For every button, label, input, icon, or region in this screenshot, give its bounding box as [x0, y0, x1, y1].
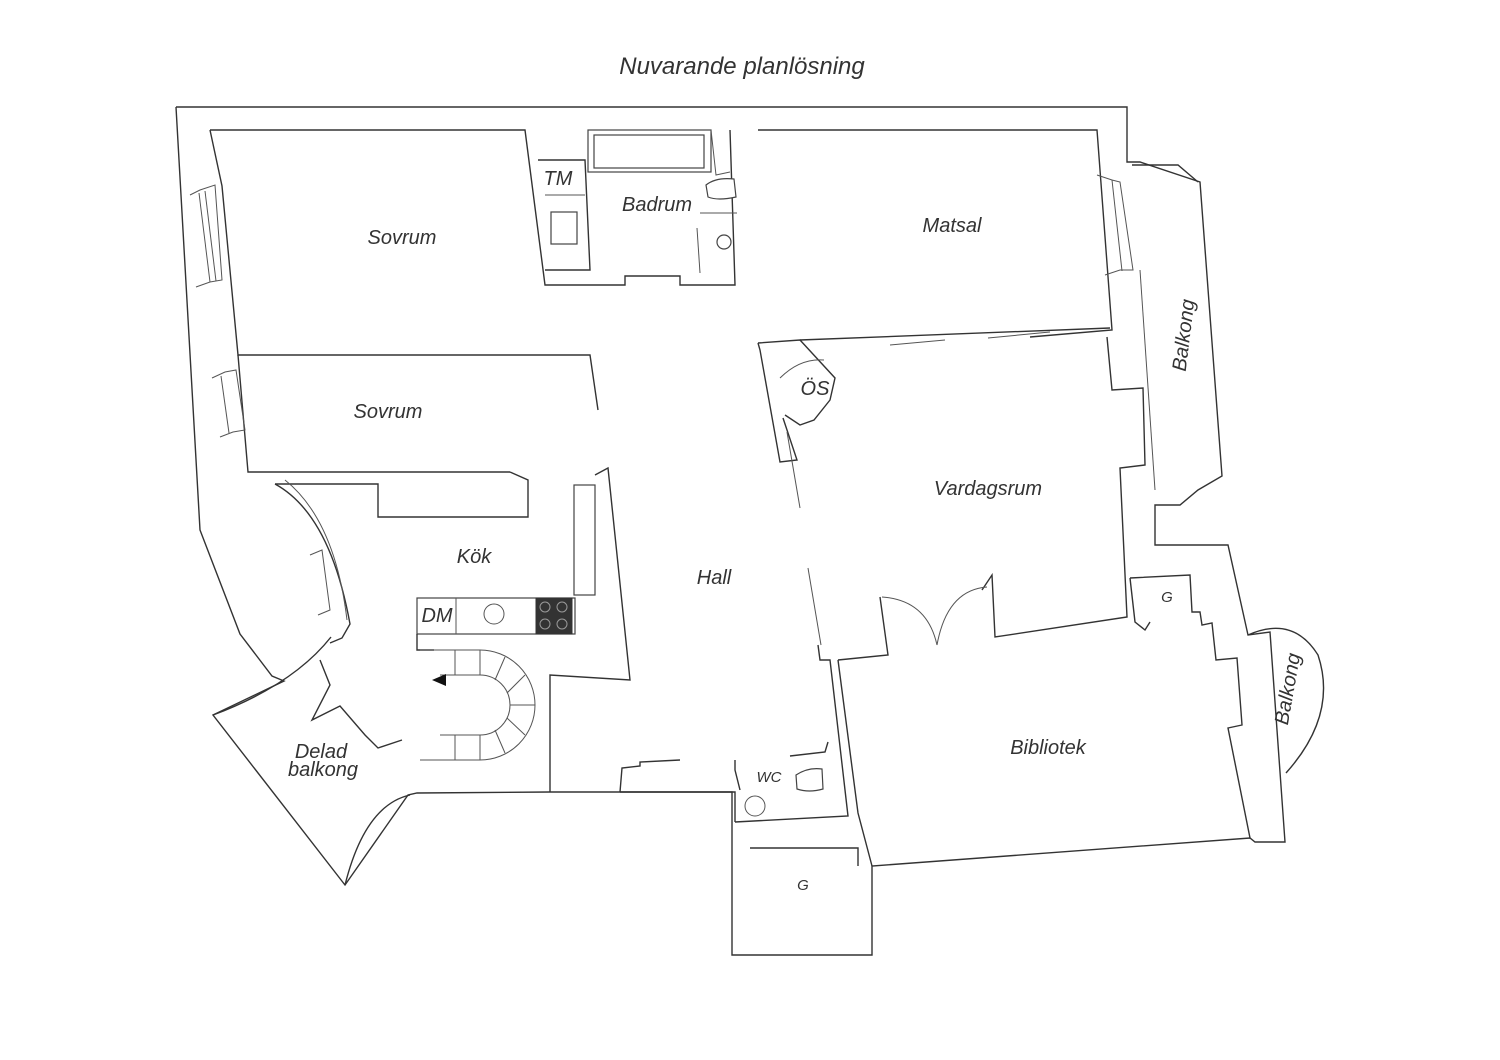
- label-balkong-right: Balkong: [1169, 298, 1200, 372]
- label-wc: WC: [757, 769, 782, 786]
- label-badrum: Badrum: [622, 194, 692, 216]
- label-delad-balkong-1: Delad: [295, 741, 348, 763]
- label-sovrum-1: Sovrum: [368, 227, 437, 249]
- label-dm: DM: [421, 605, 452, 627]
- label-balkong-round: Balkong: [1271, 651, 1305, 726]
- label-hall: Hall: [697, 567, 732, 589]
- label-matsal: Matsal: [923, 215, 982, 237]
- label-sovrum-2: Sovrum: [354, 401, 423, 423]
- label-tm: TM: [544, 168, 573, 190]
- label-bibliotek: Bibliotek: [1010, 737, 1087, 759]
- label-g-bottom: G: [797, 877, 809, 894]
- label-delad-balkong-2: balkong: [288, 759, 358, 781]
- walls: [175, 106, 1325, 956]
- room-labels: Sovrum Sovrum Badrum TM Matsal Balkong Ö…: [288, 168, 1305, 894]
- label-kok: Kök: [457, 546, 492, 568]
- label-g-right: G: [1161, 589, 1173, 606]
- label-os: ÖS: [801, 378, 831, 400]
- plan-title: Nuvarande planlösning: [619, 53, 865, 80]
- label-vardagsrum: Vardagsrum: [934, 478, 1042, 500]
